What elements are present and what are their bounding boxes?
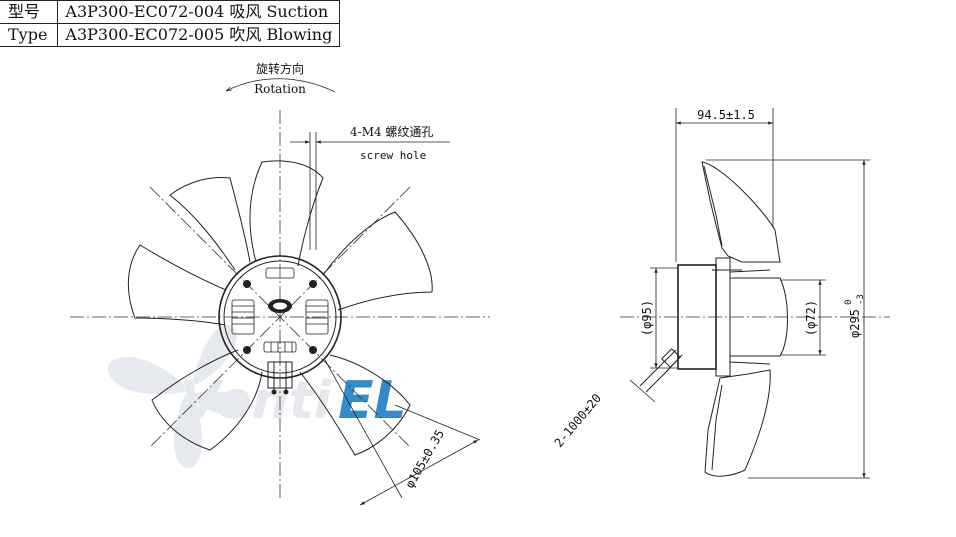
hole-label-en: screw hole: [360, 149, 426, 162]
hub-logo-icon: [268, 299, 292, 313]
rotation-label-cn: 旋转方向: [256, 61, 304, 76]
watermark: Venti EL: [107, 324, 407, 469]
hub-dia-dim-line: [359, 439, 479, 506]
hub-diameter-label: φ105±0.35: [402, 427, 447, 490]
type-row-suction: A3P300-EC072-004 吸风 Suction: [57, 0, 341, 24]
rotation-arrow-icon: [226, 78, 336, 93]
fan-blade: [127, 244, 227, 326]
side-view: 94.5±1.5 (φ95) (φ72) φ295 0 -3 2-1000±20: [552, 108, 890, 479]
side-blade-lower: [704, 369, 771, 477]
fan-blade: [151, 349, 263, 451]
type-header-en: Type: [0, 23, 59, 47]
screw-hole: [243, 280, 251, 288]
type-table-row: 型号 A3P300-EC072-004 吸风 Suction: [0, 0, 341, 24]
cable-gland: [267, 361, 293, 389]
cable: [629, 348, 683, 403]
type-table-row: Type A3P300-EC072-005 吹风 Blowing: [0, 23, 341, 47]
screw-hole: [309, 280, 317, 288]
hub-profile: [729, 277, 788, 357]
watermark-swirl: [107, 324, 250, 469]
hole-label-cn: 4-M4 螺纹通孔: [350, 125, 433, 139]
fan-blades: [127, 160, 433, 456]
cable-length-label: 2-1000±20: [552, 391, 605, 450]
type-header-cn: 型号: [0, 0, 59, 24]
hub-inner: [223, 260, 337, 374]
depth-label: 94.5±1.5: [697, 108, 755, 122]
watermark-text-2: EL: [338, 371, 407, 431]
type-row-blowing: A3P300-EC072-005 吹风 Blowing: [57, 23, 341, 47]
fan-blade: [169, 177, 251, 271]
screw-hole: [243, 346, 251, 354]
dia295-tol-upper: 0: [844, 300, 854, 305]
watermark-text-1: Venti: [180, 371, 333, 431]
type-table: 型号 A3P300-EC072-004 吸风 Suction Type A3P3…: [0, 0, 341, 47]
dia295-label: φ295: [848, 309, 862, 338]
fan-blade: [249, 160, 324, 267]
cooling-slots: [231, 267, 329, 353]
front-view: 旋转方向 Rotation 4-M4 螺纹通孔 screw hole φ105±…: [70, 61, 490, 506]
screw-holes: [243, 280, 317, 354]
screw-hole: [309, 346, 317, 354]
rotation-label-en: Rotation: [254, 82, 306, 96]
dia295-tol-lower: -3: [856, 294, 866, 305]
side-blade-upper: [701, 161, 781, 263]
fan-blade: [322, 211, 433, 311]
cable-outlet: [267, 361, 293, 395]
hub-outer: [218, 255, 342, 379]
front-centerline-d2: [149, 186, 411, 448]
dia72-label: (φ72): [804, 300, 818, 336]
fan-blade: [299, 354, 411, 456]
dia95-label: (φ95): [640, 300, 654, 336]
